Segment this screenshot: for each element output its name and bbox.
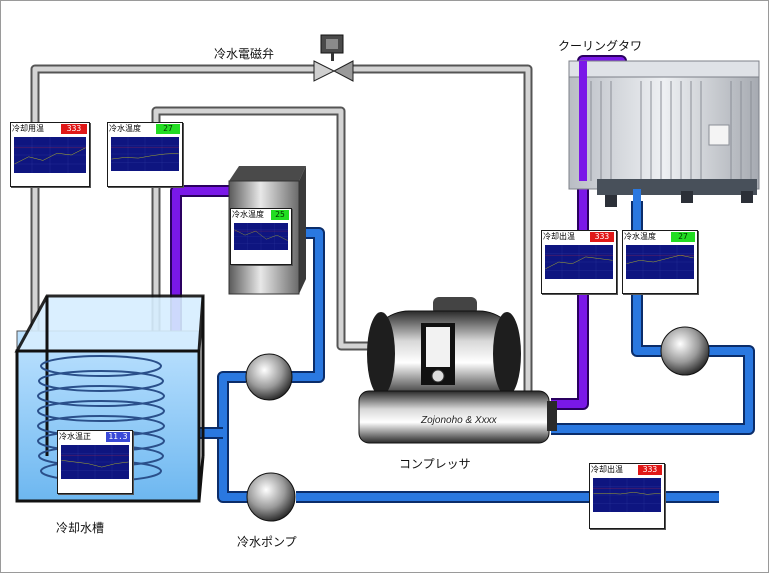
gauge-tank-level[interactable]: 冷水温正 11.3 (57, 430, 133, 494)
gauge-tank-inlet[interactable]: 冷却用温 333 (10, 122, 90, 187)
gauge-value: 25 (271, 210, 289, 220)
circulation-pump-mid[interactable] (245, 353, 293, 401)
cold-water-pump-label: 冷水ポンプ (237, 535, 297, 549)
compressor-brand: Zojonoho & Xxxx (420, 415, 498, 426)
blue-pipes (199, 201, 755, 503)
gauge-tower-outlet[interactable]: 冷却出温 333 (541, 230, 617, 294)
gauge-plot (234, 223, 288, 250)
trend-line (593, 492, 661, 495)
trend-line (234, 229, 288, 241)
gauge-value: 27 (671, 232, 695, 242)
gauge-plot (61, 445, 129, 479)
gauge-plot (626, 245, 694, 279)
cold-water-solenoid-valve[interactable] (313, 34, 354, 82)
gauge-tower-return[interactable]: 冷水温度 27 (622, 230, 698, 294)
cooling-tower (568, 60, 760, 207)
trend-line (61, 460, 129, 468)
gauge-title: 冷水温度 (109, 124, 141, 133)
gauge-cold-return[interactable]: 冷水温度 27 (107, 122, 183, 187)
gauge-title: 冷却用温 (12, 124, 44, 133)
gauge-value: 11.3 (106, 432, 130, 442)
cooling-tank-label: 冷却水槽 (56, 521, 105, 535)
cold-water-pump[interactable] (246, 472, 296, 522)
cooling-tower-pump[interactable] (660, 326, 710, 376)
cooling-water-tank (14, 294, 205, 503)
gauge-title: 冷水温度 (232, 210, 264, 219)
trend-line (14, 147, 86, 165)
trend-line (626, 255, 694, 264)
gauge-title: 冷却出温 (591, 465, 623, 474)
gauge-plot (111, 137, 179, 171)
compressor (358, 297, 557, 444)
gauge-value: 333 (590, 232, 614, 242)
gauge-title: 冷水温正 (59, 432, 91, 441)
trend-line (111, 153, 179, 160)
gauge-plot (545, 245, 613, 279)
gauge-chiller[interactable]: 冷水温度 25 (230, 208, 292, 265)
gauge-value: 333 (638, 465, 662, 475)
cooling-tower-label: クーリングタワ (558, 39, 643, 53)
trend-line (545, 256, 613, 269)
gauge-title: 冷却出温 (543, 232, 575, 241)
gauge-plot (593, 478, 661, 512)
compressor-label: コンプレッサ (399, 457, 471, 471)
gauge-plot (14, 137, 86, 173)
cold-water-valve-label: 冷水電磁弁 (214, 47, 275, 61)
gauge-value: 333 (61, 124, 87, 134)
gauge-pump-outlet[interactable]: 冷却出温 333 (589, 463, 665, 529)
gauge-value: 27 (156, 124, 180, 134)
gauge-title: 冷水温度 (624, 232, 656, 241)
